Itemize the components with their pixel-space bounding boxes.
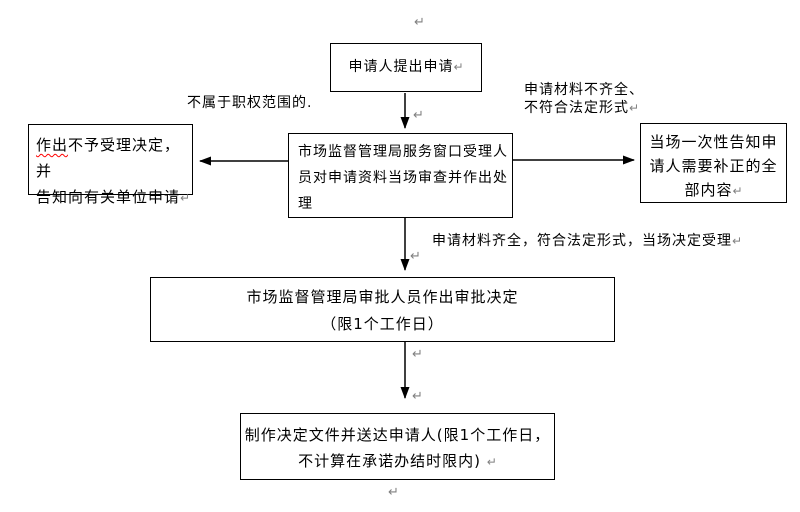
node-window-review-line: 市场监督管理局服务窗口受理人 bbox=[298, 144, 508, 160]
node-notify-line: 请人需要补正的全 bbox=[649, 157, 778, 175]
node-deliver-line: 不计算在承诺办结时限内) ↵ bbox=[298, 452, 497, 470]
node-reject: 作出不予受理决定，并 告知向有关单位申请↵ bbox=[28, 124, 193, 206]
pilcrow-icon: ↵ bbox=[412, 389, 423, 404]
pilcrow-icon: ↵ bbox=[412, 347, 423, 362]
pilcrow-icon: ↵ bbox=[414, 15, 425, 30]
pilcrow-icon: ↵ bbox=[388, 485, 399, 500]
node-deliver-line: 制作决定文件并送达申请人(限1个工作日， bbox=[244, 426, 551, 444]
node-reject-line: 告知向有关单位申请↵ bbox=[36, 188, 191, 206]
node-approval-decision: 市场监督管理局审批人员作出审批决定 （限1个工作日） bbox=[150, 277, 615, 342]
pilcrow-icon: ↵ bbox=[732, 234, 743, 248]
node-approval-line: 市场监督管理局审批人员作出审批决定 bbox=[246, 288, 519, 306]
node-window-review: 市场监督管理局服务窗口受理人 员对申请资料当场审查并作出处 理 bbox=[288, 133, 513, 218]
node-start-label: 申请人提出申请↵ bbox=[348, 59, 464, 75]
pilcrow-icon: ↵ bbox=[410, 249, 421, 264]
label-materials-incomplete-line: 申请材料不齐全、 bbox=[524, 82, 644, 98]
node-start: 申请人提出申请↵ bbox=[330, 43, 482, 92]
label-out-of-scope: 不属于职权范围的. bbox=[187, 95, 313, 111]
pilcrow-icon: ↵ bbox=[629, 101, 640, 115]
label-materials-incomplete-line: 不符合法定形式↵ bbox=[524, 100, 640, 116]
node-window-review-line: 理 bbox=[298, 196, 313, 212]
node-notify-corrections: 当场一次性告知申 请人需要补正的全 部内容↵ bbox=[640, 123, 787, 203]
pilcrow-icon: ↵ bbox=[732, 184, 743, 198]
pilcrow-icon: ↵ bbox=[486, 455, 497, 469]
pilcrow-icon: ↵ bbox=[180, 191, 191, 205]
label-materials-complete: 申请材料齐全，符合法定形式，当场决定受理↵ bbox=[432, 233, 743, 249]
node-window-review-line: 员对申请资料当场审查并作出处 bbox=[298, 170, 508, 186]
pilcrow-icon: ↵ bbox=[453, 60, 464, 74]
label-materials-incomplete: 申请材料不齐全、 不符合法定形式↵ bbox=[524, 81, 644, 117]
node-notify-line: 当场一次性告知申 bbox=[649, 133, 778, 151]
node-reject-line: 作出不予受理决定，并 bbox=[36, 136, 181, 180]
pilcrow-icon: ↵ bbox=[413, 108, 424, 123]
spellcheck-underlined-text: 作出 bbox=[36, 136, 69, 154]
node-deliver-document: 制作决定文件并送达申请人(限1个工作日， 不计算在承诺办结时限内) ↵ bbox=[240, 413, 555, 480]
node-approval-line: （限1个工作日） bbox=[321, 315, 444, 333]
node-notify-line: 部内容↵ bbox=[684, 181, 743, 199]
